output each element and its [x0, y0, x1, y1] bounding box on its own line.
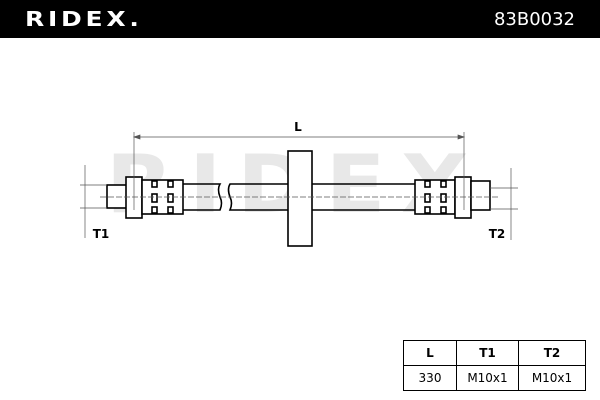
header-t1: T1: [456, 340, 519, 366]
thread2-label: T2: [489, 227, 506, 241]
brand-logo: RIDEX.: [25, 7, 143, 31]
spec-table: L T1 T2 330 M10x1 M10x1: [403, 340, 586, 391]
table-row: 330 M10x1 M10x1: [403, 365, 586, 391]
cell-l: 330: [403, 365, 457, 391]
dimension-lines: [80, 132, 518, 240]
thread1-label: T1: [93, 227, 110, 241]
header-l: L: [403, 340, 457, 366]
length-label: L: [294, 120, 302, 134]
part-number: 83B0032: [493, 9, 575, 30]
cell-t1: M10x1: [456, 365, 519, 391]
header-bar: RIDEX. 83B0032: [0, 0, 600, 38]
header-t2: T2: [518, 340, 586, 366]
cell-t2: M10x1: [518, 365, 586, 391]
table-header-row: L T1 T2: [403, 340, 586, 366]
